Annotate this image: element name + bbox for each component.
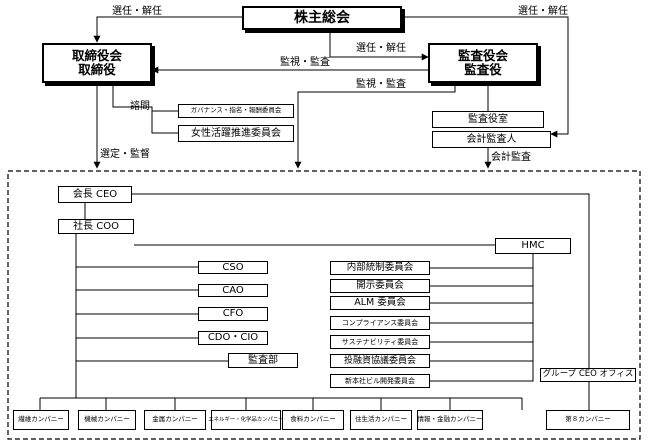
- board-of-directors-box: 取締役会 取締役: [42, 43, 152, 83]
- committee-box: 内部統制委員会: [330, 261, 430, 275]
- committee-box: 開示委員会: [330, 279, 430, 293]
- company-label: 情報・金融カンパニー: [417, 415, 483, 424]
- audit-department-box: 監査部: [228, 353, 298, 368]
- chairman-ceo-label: 会長 CEO: [72, 188, 118, 200]
- audit-board-label: 監査役会: [457, 47, 508, 63]
- committee-label: ALM 委員会: [354, 296, 406, 308]
- audit-department-label: 監査部: [248, 354, 278, 366]
- accounting-auditor-box: 会計監査人: [432, 131, 551, 148]
- committee-label: 新本社ビル開発委員会: [345, 376, 415, 385]
- company-box: エネルギー・化学品カンパニー: [208, 410, 284, 430]
- auditors-label: 監査役: [464, 62, 502, 77]
- company-box: 住生活カンパニー: [350, 410, 412, 430]
- board-of-directors-label: 取締役会: [71, 47, 122, 63]
- group-ceo-office-box: グループ CEO オフィス: [540, 368, 636, 382]
- company-box: 金属カンパニー: [144, 410, 206, 430]
- company-box: 繊維カンパニー: [13, 410, 69, 430]
- company-box: 機械カンパニー: [78, 410, 136, 430]
- audit-office-box: 監査役室: [432, 111, 544, 128]
- company-box: 情報・金融カンパニー: [417, 410, 483, 430]
- committee-box: コンプライアンス委員会: [330, 316, 430, 330]
- governance-committee-label: ガバナンス・指名・報酬委員会: [190, 106, 282, 115]
- company-label: 繊維カンパニー: [18, 415, 64, 424]
- company-box: 食料カンパニー: [282, 410, 344, 430]
- company-label: エネルギー・化学品カンパニー: [208, 416, 284, 423]
- governance-committee-box: ガバナンス・指名・報酬委員会: [178, 104, 294, 118]
- consultation-label: 諮問: [130, 101, 150, 112]
- elect-dismiss-label-left: 選任・解任: [112, 6, 162, 17]
- company-label: 金属カンパニー: [152, 415, 198, 424]
- committee-label: 内部統制委員会: [346, 261, 414, 273]
- shareholders-meeting-box: 株主総会: [242, 6, 402, 30]
- women-empowerment-committee-box: 女性活躍推進委員会: [178, 125, 294, 142]
- cdo-cio-box: CDO・CIO: [198, 331, 268, 345]
- committee-label: 開示委員会: [356, 279, 404, 291]
- company-label: 食料カンパニー: [290, 415, 336, 424]
- company-label: 住生活カンパニー: [355, 415, 407, 424]
- hmc-label: HMC: [521, 240, 545, 252]
- cdo-cio-label: CDO・CIO: [207, 332, 259, 344]
- cfo-label: CFO: [222, 308, 244, 320]
- monitor-audit-label-lower: 監視・監査: [356, 79, 406, 90]
- monitor-audit-label-board: 監視・監査: [280, 57, 330, 68]
- company-label: 機械カンパニー: [84, 415, 130, 424]
- hmc-box: HMC: [495, 238, 571, 254]
- company-box: 第８カンパニー: [546, 410, 630, 430]
- accounting-auditor-label: 会計監査人: [466, 133, 517, 145]
- audit-office-label: 監査役室: [468, 113, 508, 125]
- group-ceo-office-label: グループ CEO オフィス: [542, 369, 634, 380]
- committee-label: 投融資協議委員会: [343, 355, 416, 366]
- selection-supervision-label: 選定・監督: [100, 149, 150, 160]
- chairman-ceo-box: 会長 CEO: [58, 186, 132, 203]
- women-empowerment-committee-label: 女性活躍推進委員会: [191, 127, 281, 139]
- committee-box: ALM 委員会: [330, 296, 430, 310]
- committee-box: サステナビリティ委員会: [330, 335, 430, 349]
- committee-label: サステナビリティ委員会: [341, 337, 419, 346]
- committee-label: コンプライアンス委員会: [341, 318, 419, 327]
- cao-box: CAO: [198, 284, 268, 297]
- president-coo-label: 社長 COO: [73, 220, 119, 232]
- accounting-audit-label: 会計監査: [491, 152, 531, 163]
- elect-dismiss-label-mid: 選任・解任: [356, 43, 406, 54]
- cso-label: CSO: [222, 261, 244, 273]
- audit-board-box: 監査役会 監査役: [428, 43, 538, 83]
- president-coo-box: 社長 COO: [58, 219, 134, 234]
- elect-dismiss-label-right: 選任・解任: [518, 6, 568, 17]
- shareholders-meeting-label: 株主総会: [294, 9, 350, 26]
- directors-label: 取締役: [78, 62, 116, 77]
- cao-label: CAO: [222, 284, 244, 296]
- cso-box: CSO: [198, 261, 268, 274]
- committee-box: 投融資協議委員会: [330, 354, 430, 368]
- cfo-box: CFO: [198, 307, 268, 321]
- company-label: 第８カンパニー: [565, 415, 611, 424]
- committee-box: 新本社ビル開発委員会: [330, 374, 430, 388]
